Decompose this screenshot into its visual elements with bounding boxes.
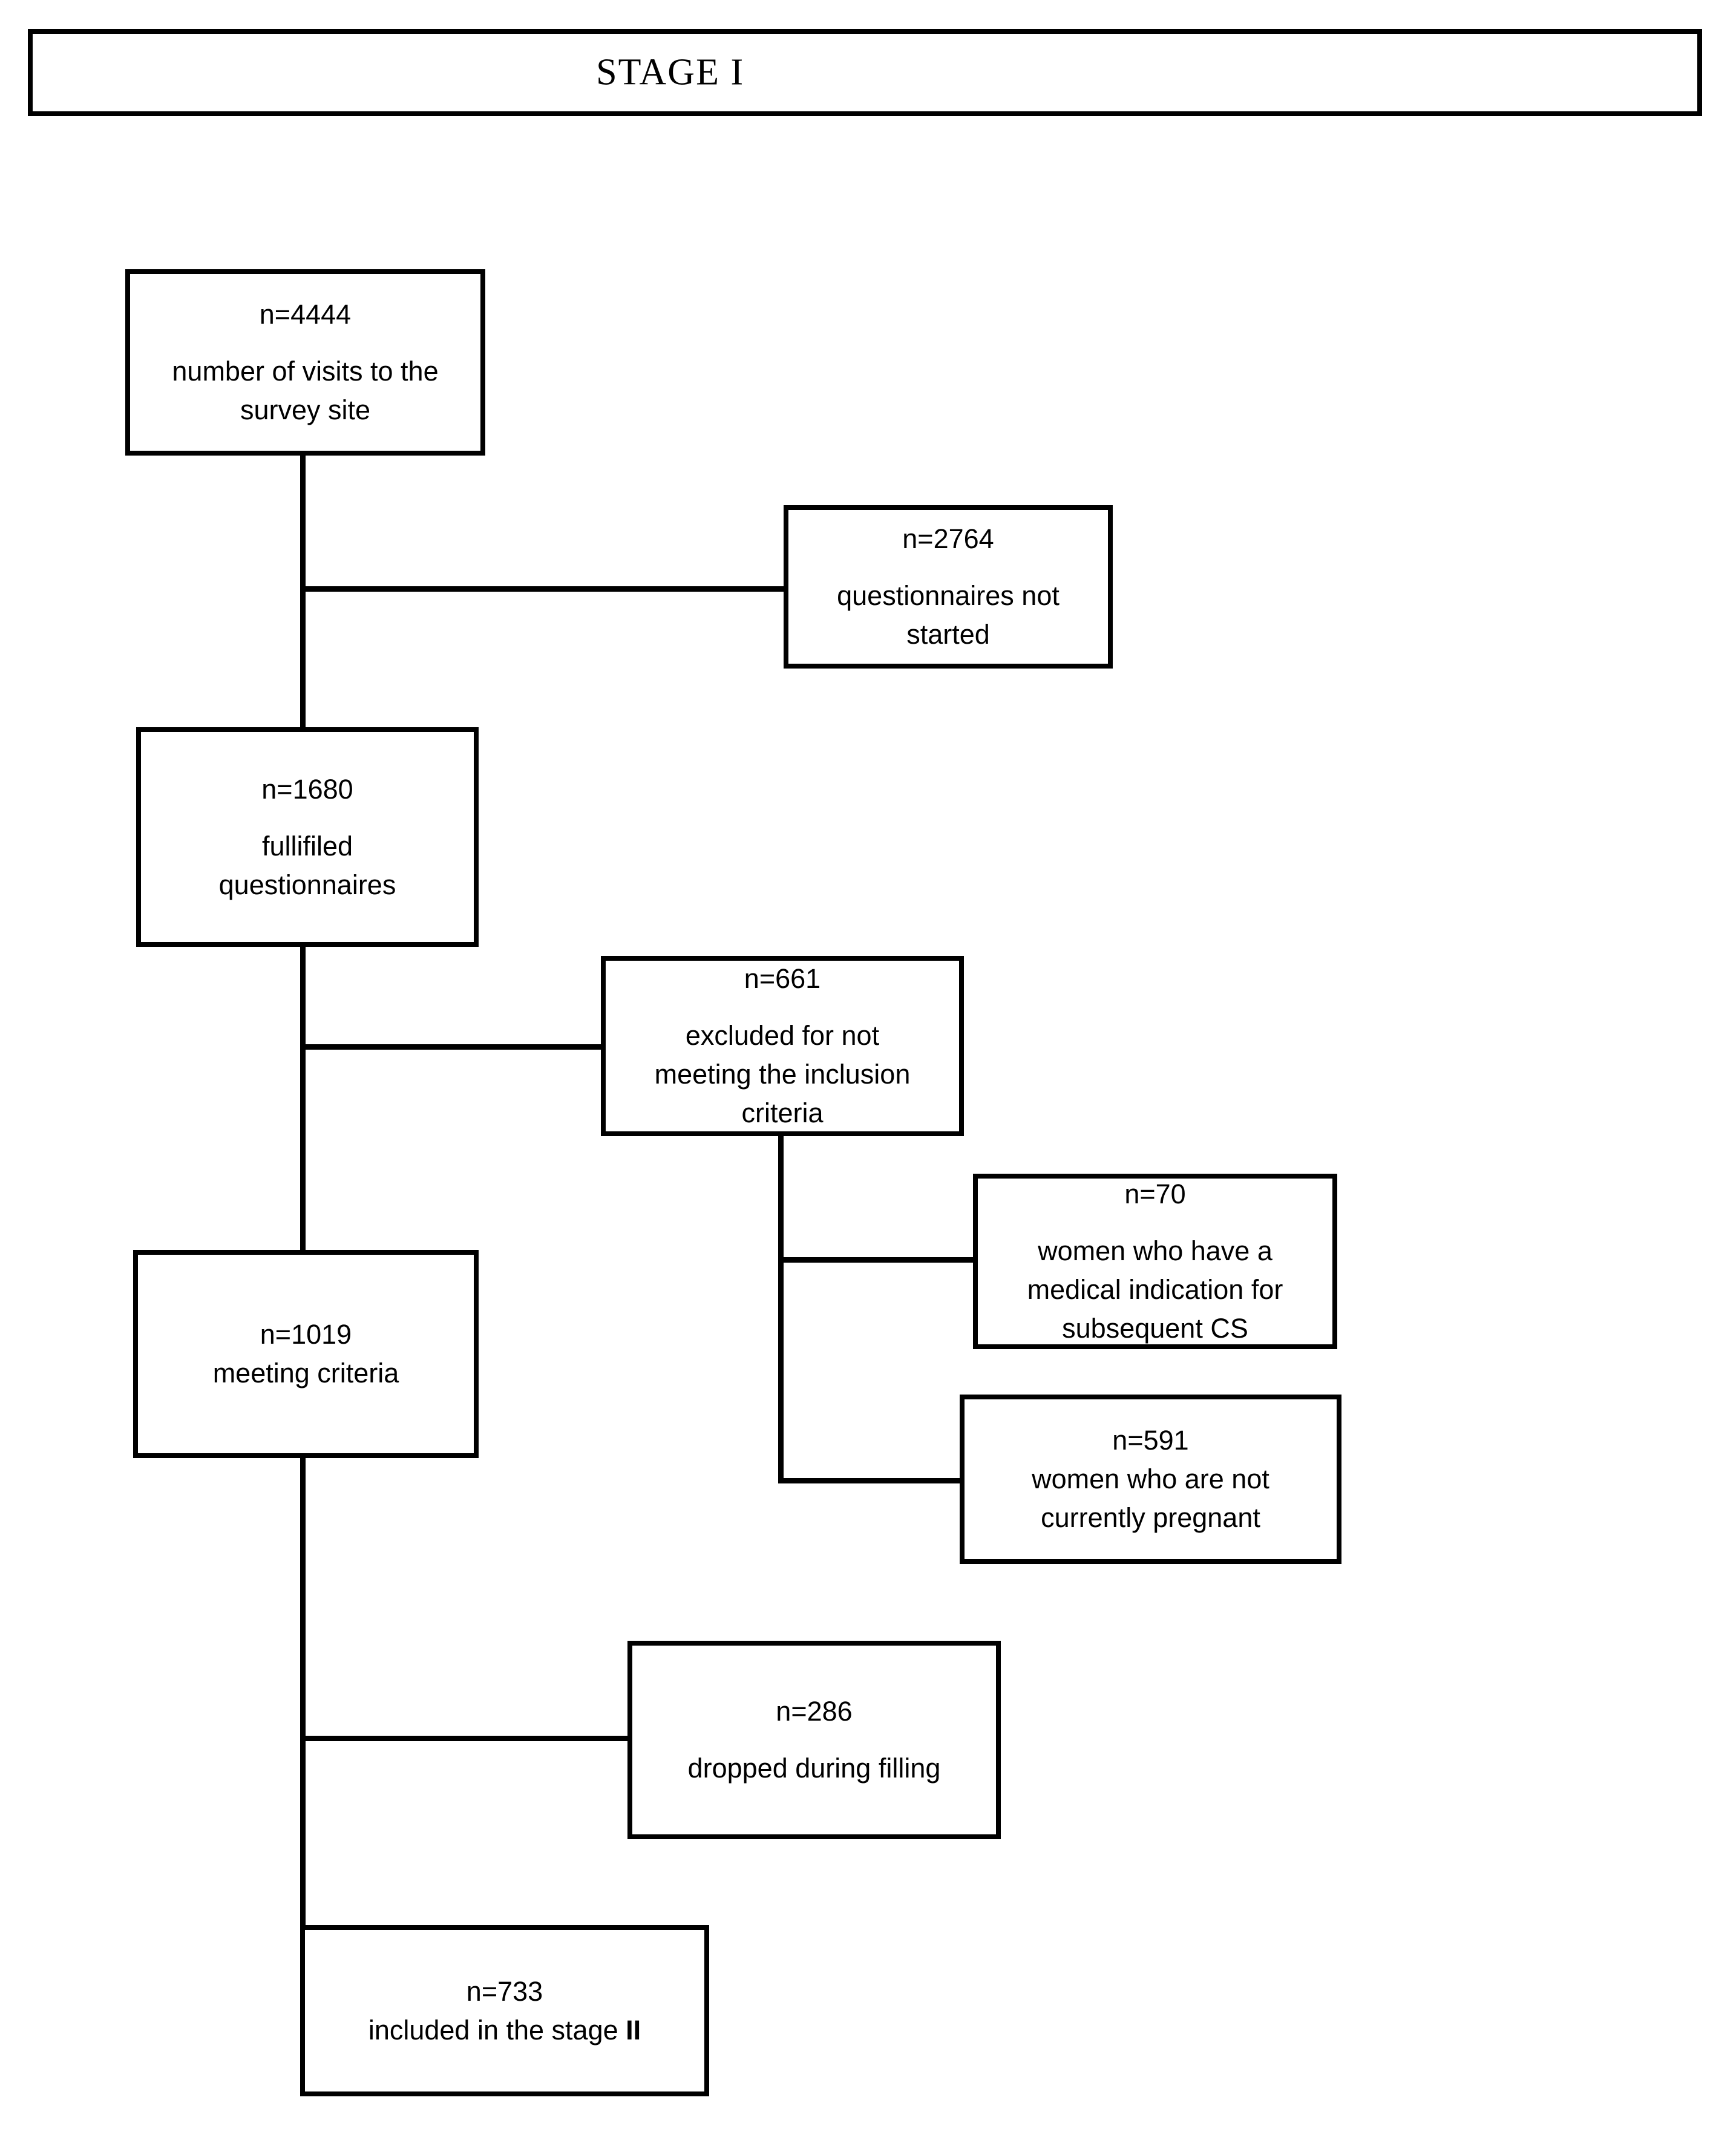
connector-branch-excluded	[300, 1044, 601, 1050]
box-visits: n=4444 number of visits to the survey si…	[125, 269, 485, 456]
box-fulfilled-count: n=1680	[261, 773, 353, 805]
box-medical-cs-count: n=70	[1124, 1179, 1186, 1209]
stage-title: STAGE I	[596, 51, 745, 93]
box-included-stage2: n=733 included in the stage II	[300, 1925, 709, 2096]
box-not-pregnant-label: women who are not currently pregnant	[1032, 1463, 1269, 1533]
box-not-started-count: n=2764	[902, 523, 994, 554]
box-included-stage2-label: included in the stage II	[368, 2011, 641, 2050]
box-visits-count: n=4444	[259, 299, 352, 330]
box-excluded-count: n=661	[744, 963, 821, 994]
connector-branch-not-started	[300, 586, 784, 592]
box-included-stage2-count: n=733	[466, 1975, 543, 2007]
box-medical-cs-label: women who have a medical indication for …	[1027, 1235, 1283, 1344]
box-excluded-label: excluded for not meeting the inclusion c…	[654, 1020, 911, 1128]
connector-visits-to-fulfilled	[300, 456, 306, 733]
stage-header-box: STAGE I	[28, 29, 1702, 116]
connector-excluded-stem	[778, 1136, 784, 1483]
box-meeting-criteria-count: n=1019	[260, 1319, 352, 1350]
box-fulfilled-label: fullifiled questionnaires	[218, 830, 396, 900]
box-visits-label: number of visits to the survey site	[172, 356, 439, 425]
box-dropped-label: dropped during filling	[687, 1753, 941, 1784]
box-not-started-label: questionnaires not started	[837, 580, 1060, 650]
box-fulfilled: n=1680 fullifiled questionnaires	[136, 727, 479, 947]
box-not-pregnant-count: n=591	[1112, 1425, 1189, 1456]
box-included-stage2-roman-numeral: II	[626, 2014, 641, 2046]
box-medical-cs: n=70 women who have a medical indication…	[973, 1174, 1337, 1349]
box-not-started: n=2764 questionnaires not started	[784, 505, 1113, 669]
box-dropped-count: n=286	[776, 1696, 853, 1727]
connector-meeting-to-included	[300, 1458, 306, 1931]
box-dropped: n=286 dropped during filling	[627, 1641, 1001, 1839]
connector-branch-dropped	[300, 1736, 627, 1741]
box-included-stage2-text: included in the stage	[368, 2014, 618, 2046]
connector-fulfilled-to-meeting	[300, 947, 306, 1255]
box-meeting-criteria-label: meeting criteria	[212, 1358, 399, 1388]
connector-branch-medical-cs	[784, 1257, 973, 1263]
connector-branch-not-pregnant	[784, 1478, 960, 1483]
box-not-pregnant: n=591 women who are not currently pregna…	[960, 1395, 1341, 1564]
box-excluded: n=661 excluded for not meeting the inclu…	[601, 956, 964, 1136]
box-meeting-criteria: n=1019 meeting criteria	[133, 1250, 479, 1458]
